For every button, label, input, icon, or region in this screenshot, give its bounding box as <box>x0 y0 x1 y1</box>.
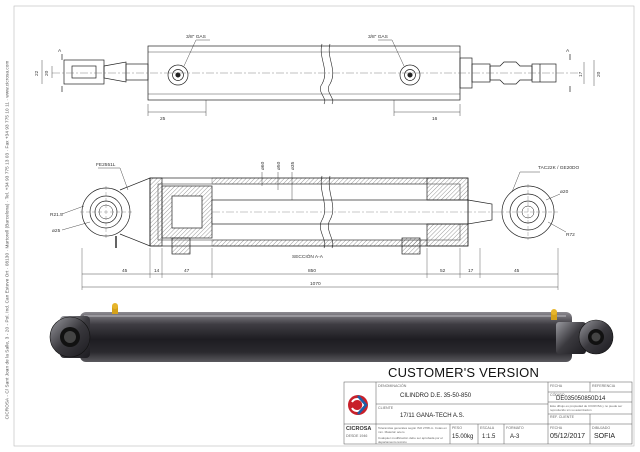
top-port-right-label: 3/8" GAS <box>368 34 388 40</box>
escala-label: ESCALA <box>480 426 495 430</box>
dim-phi25: ø25 <box>52 228 61 234</box>
format-value: A-3 <box>510 434 520 440</box>
dim-850: 850 <box>308 268 316 274</box>
company-subtitle: DESDE 1946 <box>346 434 368 438</box>
dim-phi50: ø50 <box>276 161 282 170</box>
top-break-1 <box>320 43 326 105</box>
ref-note: Este dibujo es propiedad de CICROSA y no… <box>550 404 623 412</box>
dim-phi20: ø20 <box>560 189 569 195</box>
dim-phi35: ø35 <box>290 161 296 170</box>
section-name: SECCIÓN A-A <box>292 253 324 260</box>
code-label: CÓDIGO <box>550 393 565 397</box>
customers-version-title: CUSTOMER'S VERSION <box>388 365 540 380</box>
section-mark-right: A <box>566 48 570 54</box>
dim-right-h1: 17 <box>578 71 584 77</box>
escala-value: 1:1.5 <box>482 434 496 440</box>
render-barrel <box>80 312 572 362</box>
dim-right-w: 16 <box>432 116 438 122</box>
dim-17: 17 <box>468 268 474 274</box>
dim-45-right: 45 <box>514 268 520 274</box>
denominacion-label: DENOMINACIÓN <box>378 384 407 388</box>
format-label: FORMATO <box>506 426 524 430</box>
dim-left-w: 25 <box>160 116 166 122</box>
sheet-border <box>13 5 635 447</box>
dim-14: 14 <box>154 268 160 274</box>
peso-label: PESO <box>452 426 462 430</box>
dim-left-h2: 20 <box>44 70 50 76</box>
dim-47: 47 <box>184 268 190 274</box>
top-left-clevis <box>63 59 105 85</box>
title-block-frame <box>343 381 633 445</box>
title-block <box>343 381 633 445</box>
section-view <box>61 167 567 290</box>
dim-right-h2: 20 <box>596 71 602 77</box>
company-name: CICROSA <box>346 426 372 432</box>
note-main: Tolerancias generales según ISO 2768-m. … <box>378 426 447 434</box>
dim-45-left: 45 <box>122 268 128 274</box>
date-label: FECHA <box>550 426 563 430</box>
cylinder-render <box>49 303 614 362</box>
code-value: DE035050850D14 <box>556 396 606 402</box>
top-left-neck <box>103 61 127 83</box>
dibujado-value: SOFIA <box>594 433 616 440</box>
label-fe2551l: FE2551L <box>96 162 116 168</box>
peso-value: 15.00kg <box>452 434 474 440</box>
top-left-clevis-inner <box>71 65 97 79</box>
dim-52: 52 <box>440 268 446 274</box>
ref-label: REF. CLIENTE <box>550 415 574 419</box>
top-view <box>41 39 595 116</box>
top-port-right <box>399 64 421 86</box>
cliente-label: CLIENTE <box>378 406 394 410</box>
note-secondary: Cualquier modificación debe ser aprobada… <box>378 436 443 444</box>
top-left-head <box>125 63 149 81</box>
dibujado-label: DIBUJADO <box>592 426 611 430</box>
top-port-left-label: 3/8" GAS <box>186 34 206 40</box>
cliente-value: 17/11 GANA-TECH A.S. <box>400 413 465 419</box>
fecha-label-a: FECHA <box>550 384 563 388</box>
label-tac22k: TAC22K / GE20DO <box>538 165 580 171</box>
top-port-left <box>167 64 189 86</box>
referencia-label: REFERENCIA <box>592 384 616 388</box>
date-value: 05/12/2017 <box>550 433 586 440</box>
top-break-2 <box>328 43 334 105</box>
dim-left-h1: 22 <box>34 70 40 76</box>
dim-total: 1070 <box>310 281 321 287</box>
dim-r215: R21.5 <box>50 212 63 218</box>
denominacion-value: CILINDRO D.E. 35-50-850 <box>400 393 472 399</box>
dim-phi60: ø60 <box>260 161 266 170</box>
section-mark-left: A <box>58 48 62 54</box>
dim-r72: R72 <box>566 232 575 238</box>
